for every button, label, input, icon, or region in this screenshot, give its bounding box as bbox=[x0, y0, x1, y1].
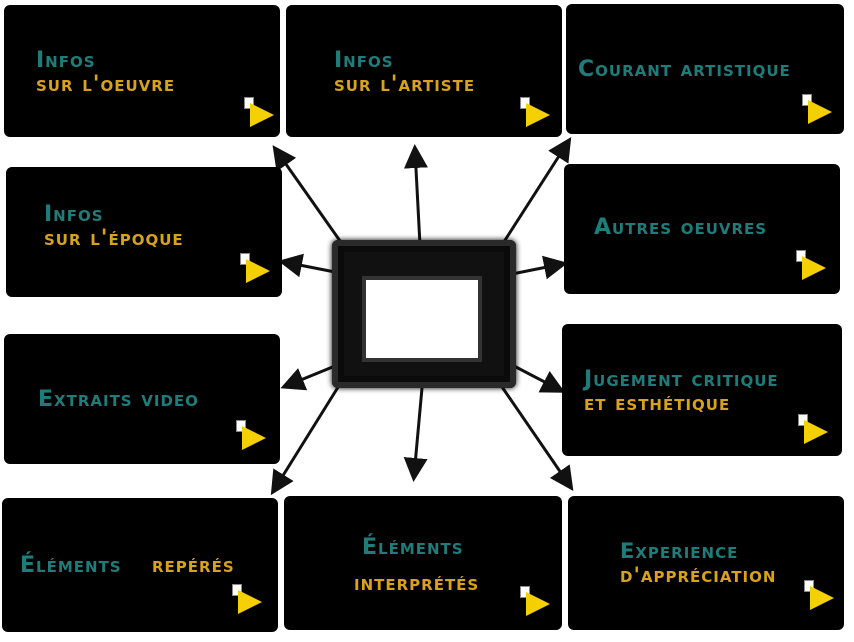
tile-line1: Autres oeuvres bbox=[594, 215, 768, 240]
arrow-artiste bbox=[403, 144, 428, 246]
play-icon bbox=[802, 256, 826, 280]
play-button[interactable] bbox=[796, 250, 828, 280]
tile-jugement-critique[interactable]: Jugement critique et esthétique bbox=[562, 324, 842, 456]
play-icon bbox=[804, 420, 828, 444]
tile-extraits-video[interactable]: Extraits video bbox=[4, 334, 280, 464]
play-icon bbox=[250, 103, 274, 127]
tile-infos-epoque[interactable]: Infos sur l'époque bbox=[6, 167, 282, 297]
tile-experience-appreciation[interactable]: Experience d'appréciation bbox=[568, 496, 844, 630]
play-icon bbox=[526, 103, 550, 127]
play-icon bbox=[808, 100, 832, 124]
tile-line1: Courant artistique bbox=[578, 57, 791, 82]
tile-elements-interpretes[interactable]: Éléments interprétés bbox=[284, 496, 562, 630]
tile-line2: et esthétique bbox=[584, 391, 731, 416]
tile-courant-artistique[interactable]: Courant artistique bbox=[566, 4, 844, 134]
tile-infos-artiste[interactable]: Infos sur l'artiste bbox=[286, 5, 562, 137]
play-button[interactable] bbox=[244, 97, 276, 127]
play-button[interactable] bbox=[802, 94, 834, 124]
arrow-jugement bbox=[513, 364, 566, 393]
tile-line1: Éléments bbox=[20, 553, 122, 578]
play-icon bbox=[246, 259, 270, 283]
arrow-oeuvre bbox=[272, 145, 347, 249]
tile-line2: interprétés bbox=[354, 571, 480, 596]
tile-line2: d'appréciation bbox=[620, 563, 777, 587]
play-button[interactable] bbox=[520, 586, 552, 616]
play-button[interactable] bbox=[520, 97, 552, 127]
tile-line1: Infos bbox=[334, 48, 394, 73]
play-icon bbox=[526, 592, 550, 616]
arrow-interpretes bbox=[403, 387, 428, 482]
play-button[interactable] bbox=[232, 584, 264, 614]
picture-frame bbox=[332, 240, 516, 388]
tile-line2: sur l'artiste bbox=[334, 72, 476, 97]
tile-line1: Infos bbox=[36, 48, 96, 73]
play-button[interactable] bbox=[798, 414, 830, 444]
tile-line1: Infos bbox=[44, 202, 104, 227]
arrow-epoque bbox=[278, 253, 336, 278]
play-icon bbox=[242, 426, 266, 450]
tile-infos-oeuvre[interactable]: Infos sur l'oeuvre bbox=[4, 5, 280, 137]
arrow-experience bbox=[498, 383, 574, 491]
play-button[interactable] bbox=[804, 580, 836, 610]
tile-line2: sur l'oeuvre bbox=[36, 72, 176, 97]
tile-line1: Extraits video bbox=[38, 387, 199, 412]
tile-line2: repérés bbox=[152, 553, 235, 578]
tile-autres-oeuvres[interactable]: Autres oeuvres bbox=[564, 164, 840, 294]
play-icon bbox=[238, 590, 262, 614]
arrow-video bbox=[280, 364, 336, 391]
arrow-courant bbox=[498, 136, 572, 249]
play-button[interactable] bbox=[240, 253, 272, 283]
play-button[interactable] bbox=[236, 420, 268, 450]
picture-frame-canvas bbox=[362, 276, 482, 362]
tile-line1: Jugement critique bbox=[584, 367, 779, 392]
arrow-autres bbox=[511, 255, 568, 280]
arrow-reperes bbox=[270, 383, 342, 496]
tile-line2: sur l'époque bbox=[44, 226, 184, 251]
play-icon bbox=[810, 586, 834, 610]
tile-line1: Éléments bbox=[362, 535, 464, 560]
tile-line1: Experience bbox=[620, 539, 739, 563]
tile-elements-reperes[interactable]: Éléments repérés bbox=[2, 498, 278, 632]
